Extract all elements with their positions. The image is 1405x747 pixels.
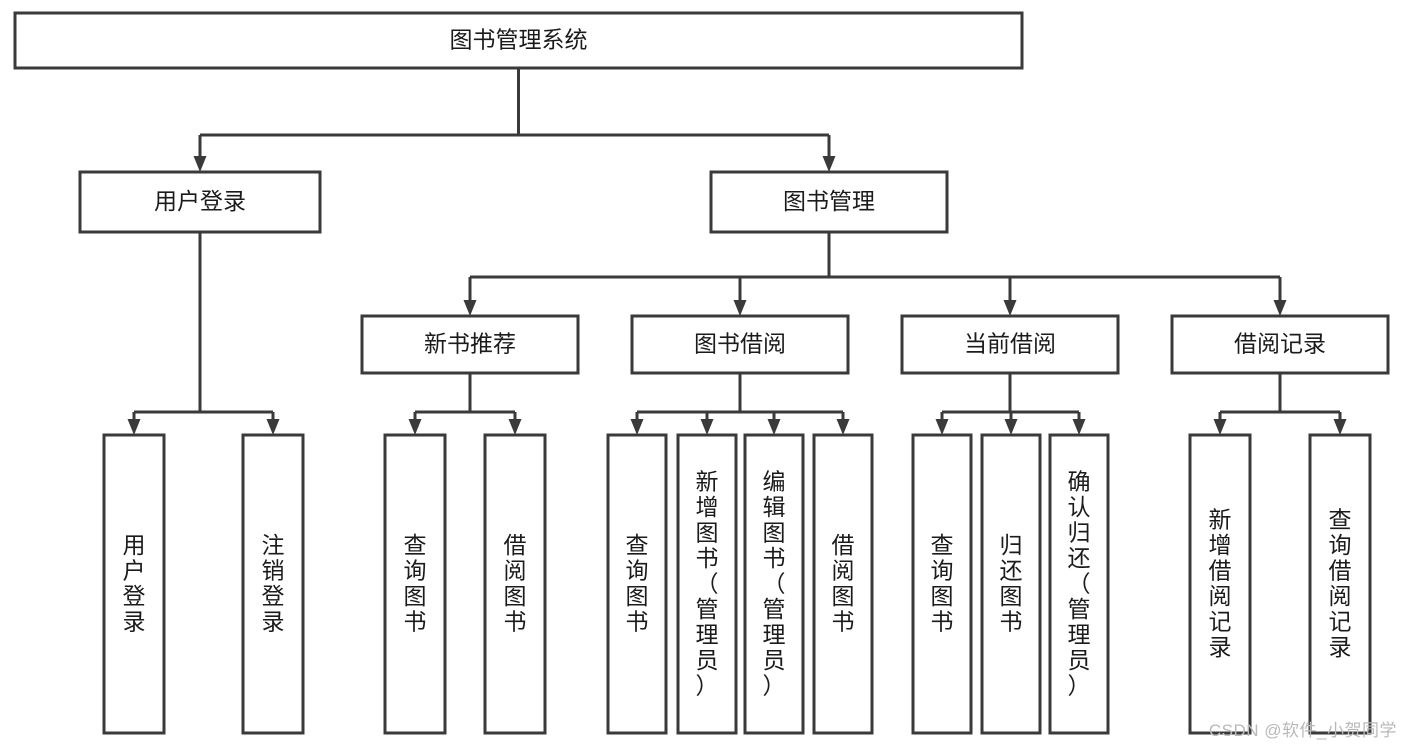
node-leaf-borrow-book-2[interactable]: 借阅图书	[812, 433, 874, 735]
node-leaf-borrow-book-1-label: 借阅图书	[504, 532, 527, 635]
arrow-head-icon	[1072, 419, 1086, 435]
arrow-head-icon	[266, 419, 280, 435]
node-root[interactable]: 图书管理系统	[13, 11, 1024, 70]
node-leaf-borrow-book-1[interactable]: 借阅图书	[483, 433, 547, 735]
node-leaf-user-login[interactable]: 用户登录	[102, 433, 166, 735]
node-leaf-query-book-1[interactable]: 查询图书	[383, 433, 447, 735]
node-book-borrow-label: 图书借阅	[694, 331, 786, 357]
node-leaf-query-book-2-label: 查询图书	[626, 532, 649, 635]
node-user-login-rect	[78, 170, 322, 234]
node-leaf-add-book-label: 新增图书（管理员）	[696, 468, 719, 698]
arrow-head-icon	[836, 419, 850, 435]
node-leaf-add-record[interactable]: 新增借阅记录	[1188, 433, 1252, 735]
node-leaf-query-book-3-label: 查询图书	[931, 532, 954, 635]
node-current-borrow-label: 当前借阅	[964, 331, 1056, 357]
node-leaf-logout[interactable]: 注销登录	[241, 433, 305, 735]
arrow-head-icon	[630, 419, 644, 435]
watermark-label: CSDN @软件_小贺同学	[1208, 721, 1397, 740]
node-leaf-query-book-2-rect	[606, 433, 668, 735]
node-leaf-confirm-return[interactable]: 确认归还（管理员）	[1048, 433, 1110, 735]
node-user-login-label: 用户登录	[154, 188, 246, 214]
node-root-rect	[13, 11, 1024, 70]
node-boxes: 图书管理系统用户登录图书管理新书推荐图书借阅当前借阅借阅记录用户登录注销登录查询…	[13, 11, 1390, 735]
arrow-head-icon	[127, 419, 141, 435]
arrow-head-icon	[463, 300, 477, 316]
arrow-head-icon	[1273, 300, 1287, 316]
arrow-head-icon	[1003, 300, 1017, 316]
node-leaf-edit-book-rect	[743, 433, 805, 735]
arrow-head-icon	[935, 419, 949, 435]
node-borrow-record-rect	[1170, 314, 1390, 375]
arrow-head-icon	[1333, 419, 1347, 435]
arrow-head-icon	[700, 419, 714, 435]
arrow-head-icon	[733, 300, 747, 316]
node-leaf-borrow-book-1-rect	[483, 433, 547, 735]
node-leaf-query-record-rect	[1308, 433, 1372, 735]
node-leaf-add-record-label: 新增借阅记录	[1209, 507, 1232, 661]
node-leaf-logout-label: 注销登录	[262, 532, 285, 635]
node-leaf-query-book-2[interactable]: 查询图书	[606, 433, 668, 735]
node-leaf-edit-book-label: 编辑图书（管理员）	[763, 468, 786, 698]
arrow-head-icon	[767, 419, 781, 435]
node-book-borrow[interactable]: 图书借阅	[630, 314, 850, 375]
arrow-head-icon	[408, 419, 422, 435]
node-current-borrow-rect	[900, 314, 1120, 375]
node-leaf-query-book-3[interactable]: 查询图书	[911, 433, 973, 735]
arrow-head-icon	[193, 156, 207, 172]
node-leaf-user-login-label: 用户登录	[123, 532, 146, 635]
node-leaf-borrow-book-2-rect	[812, 433, 874, 735]
arrow-head-icon	[822, 156, 836, 172]
node-leaf-logout-rect	[241, 433, 305, 735]
node-borrow-record-label: 借阅记录	[1234, 331, 1326, 357]
node-leaf-confirm-return-rect	[1048, 433, 1110, 735]
node-leaf-query-book-3-rect	[911, 433, 973, 735]
node-book-manage-label: 图书管理	[783, 188, 875, 214]
node-user-login[interactable]: 用户登录	[78, 170, 322, 234]
node-leaf-query-book-1-rect	[383, 433, 447, 735]
node-leaf-return-book[interactable]: 归还图书	[980, 433, 1042, 735]
node-root-label: 图书管理系统	[450, 27, 588, 53]
node-book-manage[interactable]: 图书管理	[709, 170, 949, 234]
node-book-manage-rect	[709, 170, 949, 234]
node-leaf-edit-book[interactable]: 编辑图书（管理员）	[743, 433, 805, 735]
node-leaf-query-record-label: 查询借阅记录	[1329, 507, 1352, 661]
arrow-head-icon	[1004, 419, 1018, 435]
node-new-book-recommend[interactable]: 新书推荐	[360, 314, 580, 375]
node-leaf-return-book-rect	[980, 433, 1042, 735]
connector-lines	[127, 68, 1347, 435]
node-leaf-query-record[interactable]: 查询借阅记录	[1308, 433, 1372, 735]
arrow-head-icon	[508, 419, 522, 435]
node-leaf-confirm-return-label: 确认归还（管理员）	[1068, 468, 1091, 698]
arrow-head-icon	[1213, 419, 1227, 435]
node-leaf-return-book-label: 归还图书	[1000, 532, 1023, 635]
node-new-book-recommend-label: 新书推荐	[424, 331, 516, 357]
node-leaf-query-book-1-label: 查询图书	[404, 532, 427, 635]
node-leaf-add-book-rect	[676, 433, 738, 735]
node-leaf-add-record-rect	[1188, 433, 1252, 735]
node-leaf-borrow-book-2-label: 借阅图书	[832, 532, 855, 635]
node-borrow-record[interactable]: 借阅记录	[1170, 314, 1390, 375]
node-leaf-add-book[interactable]: 新增图书（管理员）	[676, 433, 738, 735]
node-new-book-recommend-rect	[360, 314, 580, 375]
node-book-borrow-rect	[630, 314, 850, 375]
node-current-borrow[interactable]: 当前借阅	[900, 314, 1120, 375]
node-leaf-user-login-rect	[102, 433, 166, 735]
